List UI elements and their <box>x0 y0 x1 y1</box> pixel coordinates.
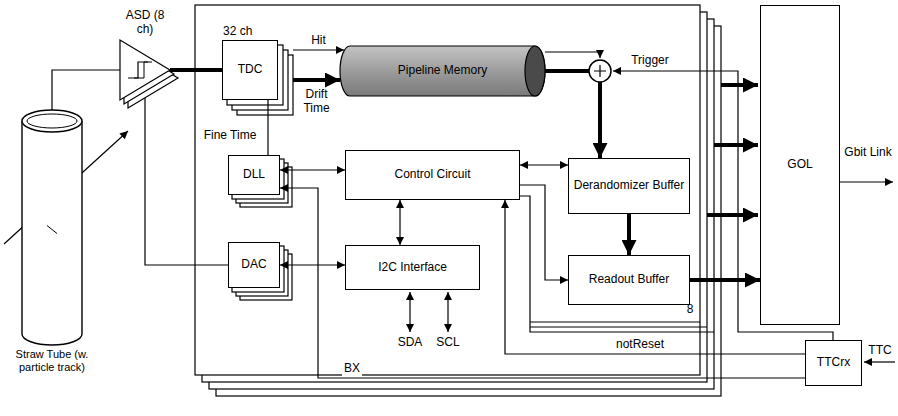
signal-label: Trigger <box>629 54 671 68</box>
connector <box>520 164 568 165</box>
box-label: GOL <box>787 158 812 172</box>
connector <box>627 214 631 255</box>
buffer-box: Derandomizer Buffer <box>568 158 690 214</box>
ttc-arrow <box>864 361 895 362</box>
tdc-box: TDC32 ch <box>222 40 278 100</box>
signal-label: Fine Time <box>202 129 259 143</box>
connector <box>280 169 345 170</box>
box-heading: ASD (8 ch) <box>123 9 167 37</box>
connector <box>267 100 268 155</box>
connector <box>545 71 600 158</box>
signal-label: TTC <box>866 344 893 358</box>
control-fan-wires <box>520 196 714 332</box>
pin-label: SDA <box>396 336 425 350</box>
box-content: Readout Buffer <box>569 256 689 304</box>
buffer-box: Readout Buffer <box>568 255 690 305</box>
connector <box>690 278 760 282</box>
amplifier-triangle-outline <box>120 40 170 100</box>
connector <box>293 49 344 50</box>
box-label: DLL <box>243 168 265 182</box>
sda-wire <box>409 292 410 332</box>
summing-node <box>589 60 611 82</box>
box-label: Control Circuit <box>394 168 470 182</box>
board-output-arrow <box>721 83 758 87</box>
board-outline <box>195 5 721 396</box>
bus-count: 8 <box>685 303 696 317</box>
box-heading: Straw Tube (w. particle track) <box>2 348 102 373</box>
box-heading: 32 ch <box>223 25 252 39</box>
box-label: Readout Buffer <box>589 273 670 287</box>
box-content: DAC <box>229 243 279 287</box>
box-label: I2C Interface <box>378 261 447 275</box>
signal-label: BX <box>342 362 362 376</box>
signal-label: Drift Time <box>298 88 336 116</box>
connector <box>293 78 340 82</box>
box-label: TTCrx <box>817 356 850 370</box>
straw-tube-outline <box>20 110 84 345</box>
connector <box>399 200 400 245</box>
receiver-box: TTCrx <box>805 340 862 386</box>
interface-box: I2C Interface <box>345 245 480 290</box>
connector <box>170 68 222 72</box>
connector <box>520 185 568 280</box>
scl-wire <box>447 292 448 332</box>
dll-box: DLL <box>228 155 280 195</box>
box-content: Derandomizer Buffer <box>569 159 689 213</box>
control-box: Control Circuit <box>345 150 520 200</box>
box-label: DAC <box>241 258 266 272</box>
connector <box>52 70 120 110</box>
box-content: GOL <box>761 6 839 324</box>
board-output-arrow <box>707 213 758 217</box>
gbit-link-arrow <box>840 181 893 182</box>
box-content: Pipeline Memory <box>340 46 545 96</box>
serializer-box: GOL <box>760 5 840 325</box>
board-output-arrow <box>714 143 758 147</box>
hit-wire <box>545 52 600 58</box>
pin-label: SCL <box>434 336 461 350</box>
box-content <box>20 110 84 345</box>
box-content: I2C Interface <box>346 246 479 289</box>
pipeline-cylinder: Pipeline Memory <box>340 46 545 96</box>
dac-box: DAC <box>228 242 280 288</box>
signal-label: notReset <box>614 338 666 352</box>
box-content: DLL <box>229 156 279 194</box>
box-content: Control Circuit <box>346 151 519 199</box>
connector <box>280 264 345 265</box>
box-content: TTCrx <box>806 341 861 385</box>
box-label: Pipeline Memory <box>398 64 487 78</box>
box-label: Derandomizer Buffer <box>574 179 685 193</box>
connector <box>280 188 805 378</box>
connector <box>145 85 228 265</box>
signal-label: Hit <box>309 34 328 48</box>
box-content <box>120 40 170 100</box>
box-content: TDC <box>223 41 277 99</box>
link-label: Gbit Link <box>840 146 896 160</box>
box-label: TDC <box>238 63 263 77</box>
straw-tube: Straw Tube (w. particle track) <box>20 110 84 345</box>
amplifier-triangle: ASD (8 ch) <box>120 40 170 100</box>
